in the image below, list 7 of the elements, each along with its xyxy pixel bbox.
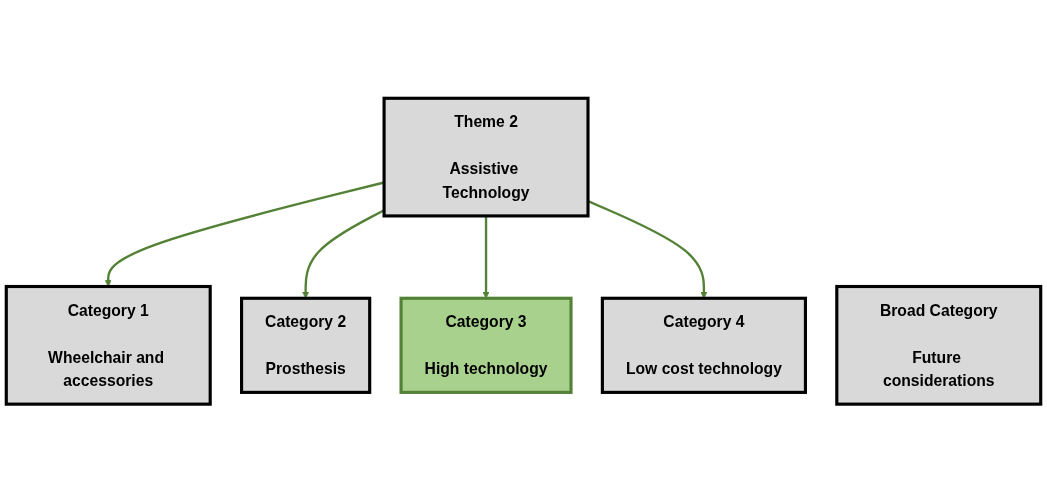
node-box: Theme 2 Assistive Technology — [382, 96, 590, 218]
node-box: Broad Category Future considerations — [835, 284, 1043, 406]
node-box: Category 2 Prosthesis — [240, 296, 372, 394]
node-box: Category 3 High technology — [399, 296, 573, 394]
node-box: Category 1 Wheelchair and accessories — [4, 284, 212, 406]
arrow — [482, 215, 490, 299]
node-box: Category 4 Low cost technology — [600, 296, 807, 394]
